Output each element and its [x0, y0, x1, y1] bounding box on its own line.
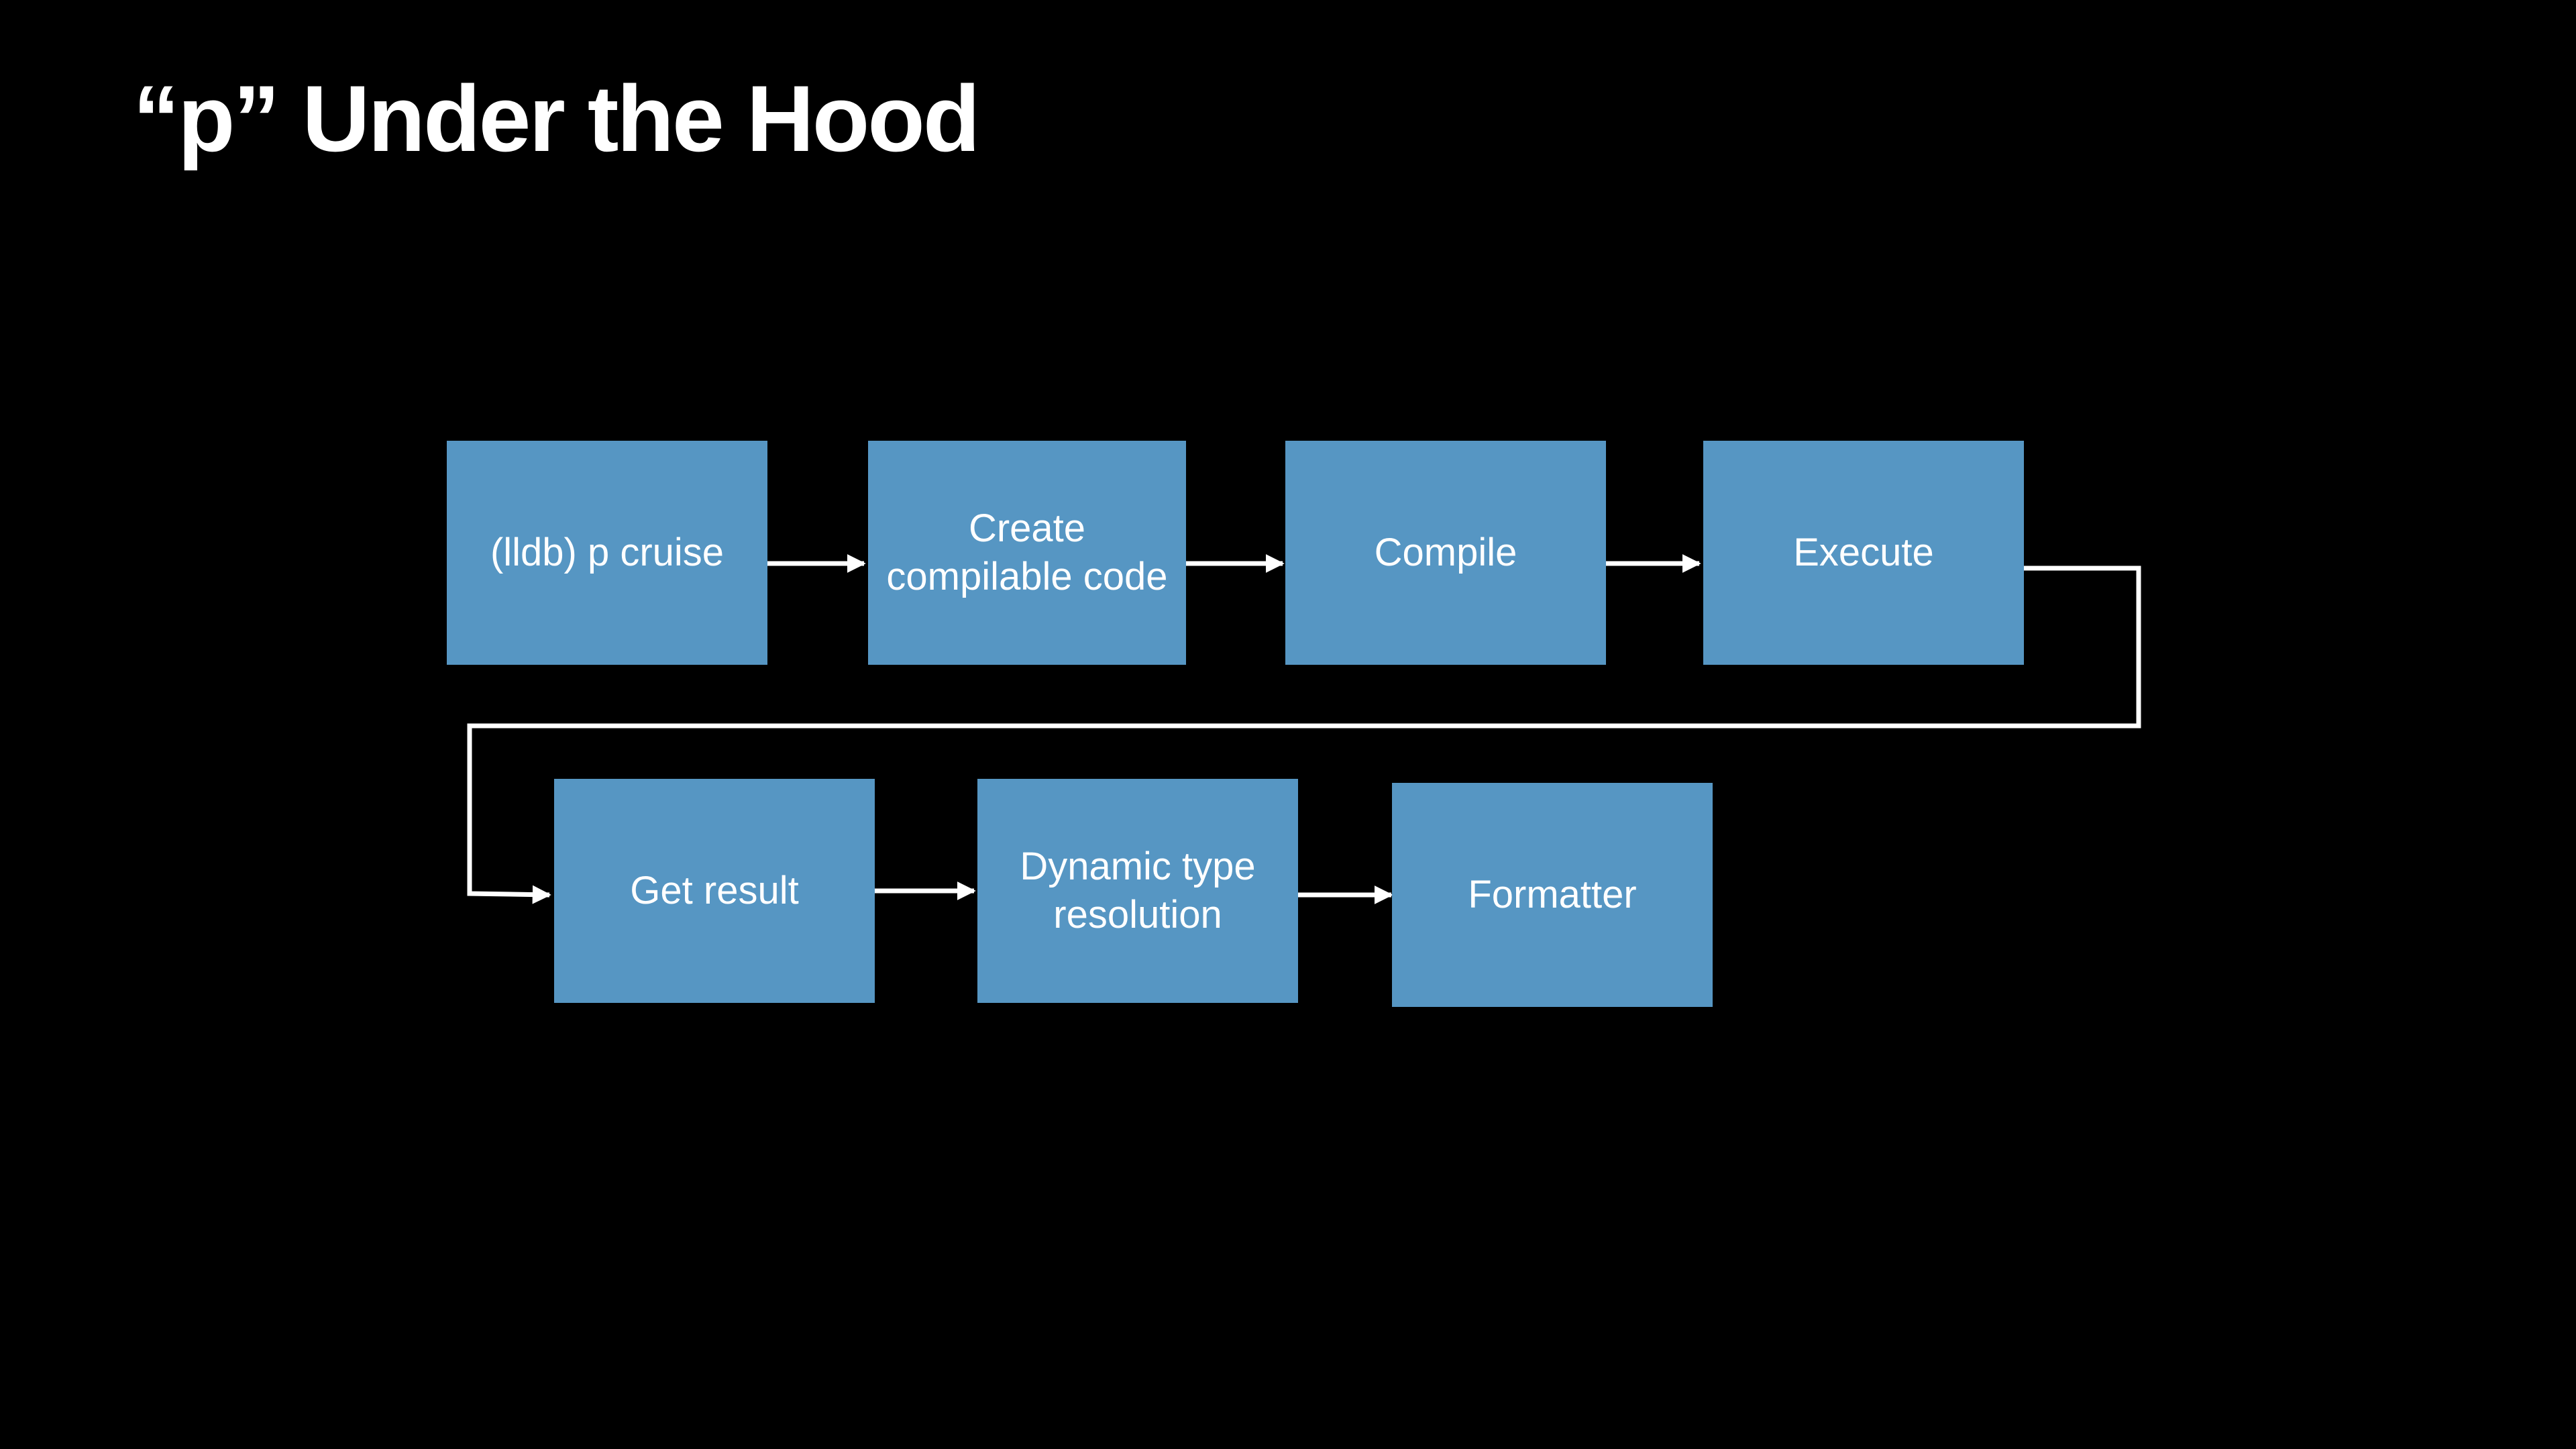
step-create-compilable-code: Create compilable code	[868, 441, 1186, 665]
step-dynamic-type-resolution: Dynamic type resolution	[977, 779, 1298, 1003]
step-formatter: Formatter	[1392, 783, 1713, 1007]
slide-title: “p” Under the Hood	[133, 66, 980, 171]
step-compile: Compile	[1285, 441, 1606, 665]
step-get-result: Get result	[554, 779, 875, 1003]
step-execute: Execute	[1703, 441, 2024, 665]
arrow-execute-to-get-result	[467, 566, 2141, 904]
step-lldb-command: (lldb) p cruise	[447, 441, 767, 665]
